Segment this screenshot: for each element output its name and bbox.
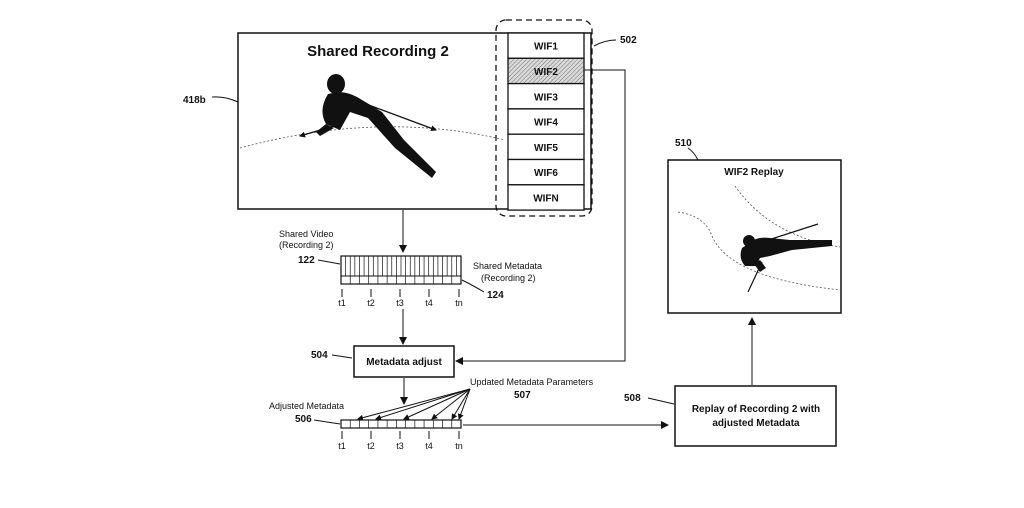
metadata-adjust-ref: 504 — [311, 350, 328, 361]
time-tick-label: t2 — [367, 441, 375, 451]
wif-replay-frame: WIF2 Replay — [667, 159, 842, 314]
adjusted-strip-outline — [340, 419, 462, 429]
parameter-arrow — [375, 388, 471, 421]
time-tick-label: t1 — [338, 441, 346, 451]
wif-item-label: WIF1 — [534, 42, 558, 53]
parameter-arrow — [431, 388, 471, 420]
updated-parameter-arrows — [357, 388, 471, 421]
replay-label-1: Replay of Recording 2 with — [692, 404, 820, 415]
time-ticks-lower: t1 t2 t3 t4 tn — [338, 431, 463, 451]
wif-item-box — [507, 184, 585, 211]
wif-panel-leader — [593, 39, 617, 47]
replay-ref: 508 — [624, 393, 641, 404]
wif-replay-leader — [687, 147, 699, 161]
time-tick-label: t4 — [425, 298, 433, 308]
wif-item-label: WIF2 — [534, 67, 558, 78]
time-tick-label: tn — [455, 298, 463, 308]
wif-item-box — [507, 108, 585, 135]
updated-parameters-label: Updated Metadata Parameters — [470, 377, 594, 387]
time-tick-label: t4 — [425, 441, 433, 451]
adjusted-metadata-ref: 506 — [295, 414, 312, 425]
replay-box: Replay of Recording 2 with adjusted Meta… — [674, 385, 837, 447]
wif-replay-ref: 510 — [675, 138, 692, 149]
parameter-arrow — [451, 388, 471, 420]
wif-panel-boundary — [495, 19, 593, 217]
shared-video-ref: 122 — [298, 255, 315, 266]
wif-replay-title: WIF2 Replay — [724, 167, 784, 178]
replay-label-2: adjusted Metadata — [712, 418, 800, 429]
replay-ski-pole — [761, 223, 819, 243]
adjusted-metadata-label: Adjusted Metadata — [269, 401, 344, 411]
metadata-adjust-box: Metadata adjust — [353, 345, 455, 378]
replay-leader — [647, 397, 675, 405]
wif-item-label: WIF4 — [534, 118, 558, 129]
shared-video-leader — [317, 259, 341, 265]
shared-video-label: Shared Video — [279, 229, 333, 239]
updated-parameters-ref: 507 — [514, 390, 531, 401]
shared-video-strip — [340, 255, 462, 285]
wif-panel-ref: 502 — [620, 35, 637, 46]
time-tick-label: t2 — [367, 298, 375, 308]
time-tick-label: t1 — [338, 298, 346, 308]
shared-metadata-leader — [461, 279, 485, 293]
parameter-arrow — [457, 388, 471, 420]
adjusted-metadata-leader — [313, 419, 341, 425]
time-ticks-upper: t1 t2 t3 t4 tn — [338, 289, 463, 308]
time-tick-label: t3 — [396, 298, 404, 308]
shared-metadata-label: Shared Metadata — [473, 261, 542, 271]
recording-ref: 418b — [183, 95, 206, 106]
wif-item-box — [507, 32, 585, 59]
recording-title: Shared Recording 2 — [307, 43, 449, 60]
adjusted-metadata-strip — [340, 419, 462, 429]
recording-leader — [211, 96, 239, 103]
wif-item-label: WIF6 — [534, 168, 558, 179]
time-tick-label: t3 — [396, 441, 404, 451]
metadata-adjust-leader — [331, 354, 353, 359]
shared-metadata-ref: 124 — [487, 290, 504, 301]
parameter-arrow — [357, 388, 471, 421]
ski-pole — [365, 103, 437, 132]
wif-item-label: WIF5 — [534, 143, 558, 154]
metadata-adjust-label: Metadata adjust — [366, 357, 442, 368]
slope-curve — [239, 126, 506, 149]
wif-item-label: WIFN — [533, 193, 559, 204]
wif2-link — [455, 69, 626, 365]
parameter-arrow — [403, 388, 471, 420]
shared-video-label-2: (Recording 2) — [279, 240, 334, 250]
wif-item-label: WIF3 — [534, 92, 558, 103]
wif-item-box — [507, 57, 585, 85]
replay-ski-pole — [747, 261, 763, 293]
ski-pole — [299, 125, 335, 138]
replay-skier-silhouette — [740, 235, 832, 272]
time-tick-label: tn — [455, 441, 463, 451]
shared-metadata-label-2: (Recording 2) — [481, 273, 536, 283]
